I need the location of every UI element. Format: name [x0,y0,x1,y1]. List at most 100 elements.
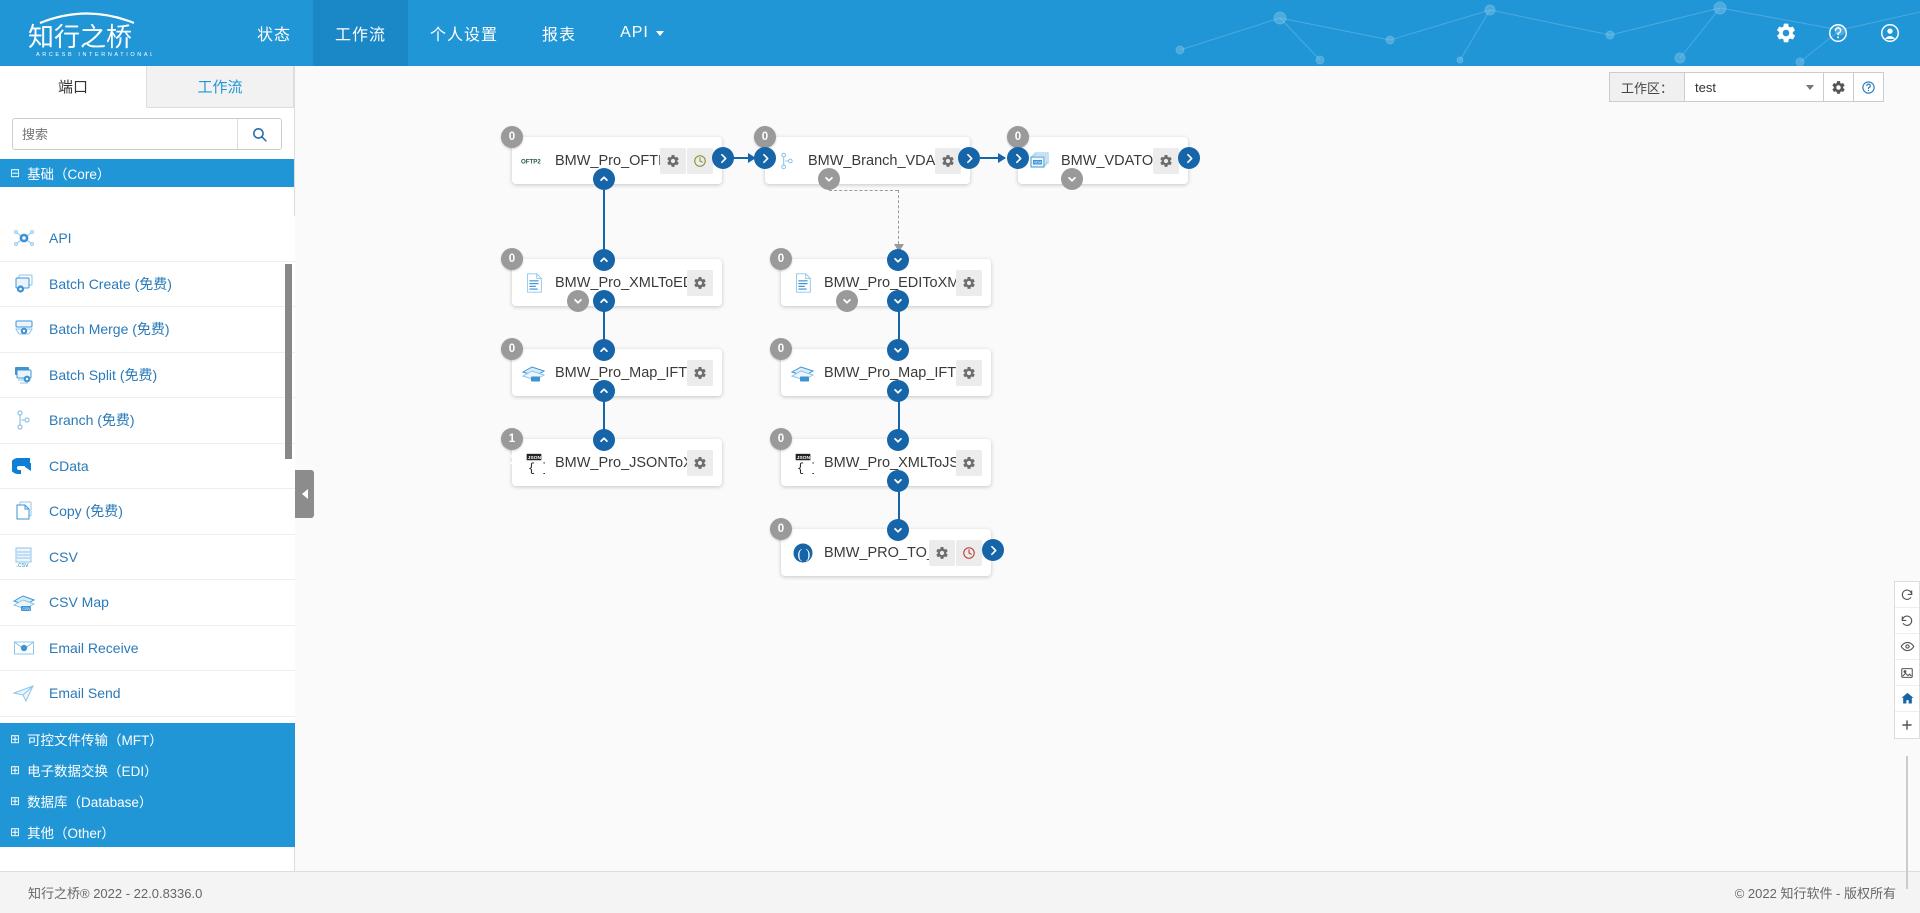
node-top-connector-jsontoxml[interactable] [593,429,615,451]
node-top-connector-xmltojson[interactable] [887,429,909,451]
port-item-email-receive[interactable]: Email Receive [0,625,295,671]
settings-icon[interactable] [1774,21,1798,45]
category-database[interactable]: ⊞数据库（Database） [0,785,295,816]
account-icon[interactable] [1878,21,1902,45]
node-settings-button[interactable] [660,147,686,174]
workflow-node-toserv[interactable]: 0( )BMW_PRO_TO_SERV... [770,518,991,576]
node-schedule-button[interactable] [687,147,713,174]
port-list-scrollbar[interactable] [285,264,292,794]
node-input-connector-branch[interactable] [754,147,776,169]
node-output-connector-branch[interactable] [958,147,980,169]
visibility-button[interactable] [1895,634,1919,660]
help-icon[interactable] [1826,21,1850,45]
node-bottom-out-connector-xmltoedi[interactable] [593,290,615,312]
nav-api[interactable]: API [598,0,686,66]
port-item-email-send[interactable]: Email Send [0,671,295,717]
workspace-bar: 工作区： test [1608,72,1884,102]
brand-logo[interactable]: 知行之桥 ARCESB INTERNATIONAL [22,6,152,58]
nav-personal-settings[interactable]: 个人设置 [408,0,520,66]
node-settings-button[interactable] [929,539,955,566]
export-image-button[interactable] [1895,660,1919,686]
category-mft[interactable]: ⊞可控文件传输（MFT） [0,723,295,754]
workspace-help-button[interactable] [1854,72,1884,102]
node-input-connector-vdatoxml[interactable] [1007,147,1029,169]
tab-ports[interactable]: 端口 [0,66,147,108]
refresh-button[interactable] [1895,582,1919,608]
tab-workflows[interactable]: 工作流 [147,66,294,107]
reset-view-button[interactable] [1895,686,1919,712]
node-actions [687,359,713,386]
svg-text:JSON: JSON [797,455,811,461]
node-bottom-connector-mapiftmcs[interactable] [593,380,615,402]
node-settings-button[interactable] [956,449,982,476]
workspace-select[interactable]: test [1684,72,1824,102]
node-settings-button[interactable] [687,359,713,386]
node-bottom-connector-vdatoxml[interactable] [1061,168,1083,190]
port-item-label: API [49,230,72,247]
undo-button[interactable] [1895,608,1919,634]
node-top-connector-toserv[interactable] [887,519,909,541]
port-item-copy[interactable]: Copy (免费) [0,489,295,535]
node-settings-button[interactable] [687,449,713,476]
node-bottom-connector-branch[interactable] [818,168,840,190]
port-item-branch[interactable]: Branch (免费) [0,398,295,444]
port-item-batch-split[interactable]: Batch Split (免费) [0,352,295,398]
node-bottom-connector-xmltoedi[interactable] [567,290,589,312]
nav-workflow[interactable]: 工作流 [313,0,409,66]
port-item-batch-create[interactable]: Batch Create (免费) [0,261,295,307]
connector-edge [898,400,900,438]
port-item-batch-merge[interactable]: Batch Merge (免费) [0,307,295,353]
svg-text:ARCESB INTERNATIONAL: ARCESB INTERNATIONAL [36,52,152,58]
nav-reports[interactable]: 报表 [520,0,598,66]
category-edi[interactable]: ⊞电子数据交换（EDI） [0,754,295,785]
node-message-count: 0 [501,248,523,270]
scrollbar-thumb[interactable] [285,264,292,459]
search-input[interactable] [13,119,237,149]
node-schedule-button[interactable] [956,539,982,566]
category-core-header[interactable]: ⊟ 基础（Core） [0,159,294,187]
api-icon [11,227,37,249]
node-settings-button[interactable] [935,147,961,174]
port-item-cdata[interactable]: CData [0,443,295,489]
port-item-api[interactable]: API [0,216,295,262]
sidebar-collapse-handle[interactable] [295,470,314,518]
node-top-connector-editoxml[interactable] [887,249,909,271]
node-input-connector-jsontoxml[interactable] [501,448,523,470]
node-bottom-secondary-connector-editoxml[interactable] [836,290,858,312]
search-icon[interactable] [237,119,281,149]
node-settings-button[interactable] [956,359,982,386]
node-message-count: 0 [770,248,792,270]
nav-status[interactable]: 状态 [235,0,313,66]
zoom-in-button[interactable] [1895,712,1919,738]
node-bottom-connector-xmltojson[interactable] [887,470,909,492]
node-output-connector-oftp[interactable] [712,147,734,169]
node-top-connector-xmltoedi[interactable] [593,249,615,271]
node-bottom-connector-editoxml[interactable] [887,290,909,312]
node-top-connector-mapiftmin[interactable] [887,339,909,361]
node-output-connector-vdatoxml[interactable] [1178,147,1200,169]
node-top-connector-mapiftmcs[interactable] [593,339,615,361]
node-settings-button[interactable] [687,269,713,296]
node-settings-button[interactable] [1153,147,1179,174]
node-bottom-connector-oftp[interactable] [593,168,615,190]
node-output-connector-toserv[interactable] [982,539,1004,561]
node-bottom-connector-mapiftmin[interactable] [887,380,909,402]
category-other[interactable]: ⊞其他（Other） [0,816,295,847]
port-list-viewport[interactable]: API Batch Create (免费)Batch Merge (免费)Batc… [0,216,295,808]
workspace-settings-button[interactable] [1824,72,1854,102]
zoom-slider-track[interactable] [1906,756,1908,889]
node-settings-button[interactable] [956,269,982,296]
